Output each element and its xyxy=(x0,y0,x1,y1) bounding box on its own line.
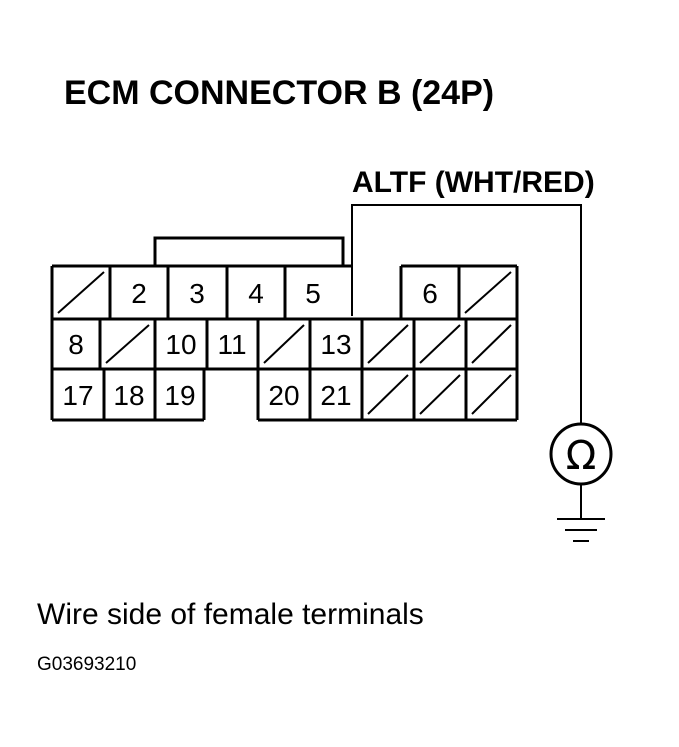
empty-cavities xyxy=(57,271,512,415)
diagram-title: ECM CONNECTOR B (24P) xyxy=(64,74,494,112)
empty-cavity-9 xyxy=(105,324,150,364)
empty-cavity-16 xyxy=(471,324,512,364)
pin-20-label: 20 xyxy=(268,380,299,411)
pin-2-label: 2 xyxy=(131,278,147,309)
ohm-symbol-icon: Ω xyxy=(566,433,597,479)
connector-notch xyxy=(202,367,260,420)
empty-cavity-7 xyxy=(464,271,512,314)
empty-cavity-1 xyxy=(57,271,105,314)
pin-19-label: 19 xyxy=(164,380,195,411)
empty-cavity-23 xyxy=(419,374,461,415)
empty-cavity-24 xyxy=(471,374,512,415)
ground-symbol-icon xyxy=(557,518,605,542)
connector-outline xyxy=(50,236,519,422)
pin-labels: 2 3 4 5 6 8 10 11 13 17 18 19 20 21 xyxy=(62,278,437,411)
pin-5-label: 5 xyxy=(305,278,321,309)
pin-3-label: 3 xyxy=(189,278,205,309)
pin-17-label: 17 xyxy=(62,380,93,411)
wire-label: ALTF (WHT/RED) xyxy=(352,166,595,199)
ohmmeter: Ω xyxy=(549,422,613,486)
pin-21-label: 21 xyxy=(320,380,351,411)
pin-4-label: 4 xyxy=(248,278,264,309)
probe-wire xyxy=(351,204,582,425)
pin-8-label: 8 xyxy=(68,329,84,360)
pin-6-label: 6 xyxy=(422,278,438,309)
pin-10-label: 10 xyxy=(165,329,196,360)
empty-cavity-12 xyxy=(263,324,305,364)
pin-18-label: 18 xyxy=(113,380,144,411)
empty-cavity-15 xyxy=(419,324,461,364)
pin-11-label: 11 xyxy=(217,329,246,360)
pin-13-label: 13 xyxy=(320,329,351,360)
empty-cavity-14 xyxy=(367,324,409,364)
caption: Wire side of female terminals xyxy=(37,598,424,631)
figure-code: G03693210 xyxy=(37,654,136,675)
empty-cavity-22 xyxy=(367,374,409,415)
connector-key-tab xyxy=(153,236,345,266)
